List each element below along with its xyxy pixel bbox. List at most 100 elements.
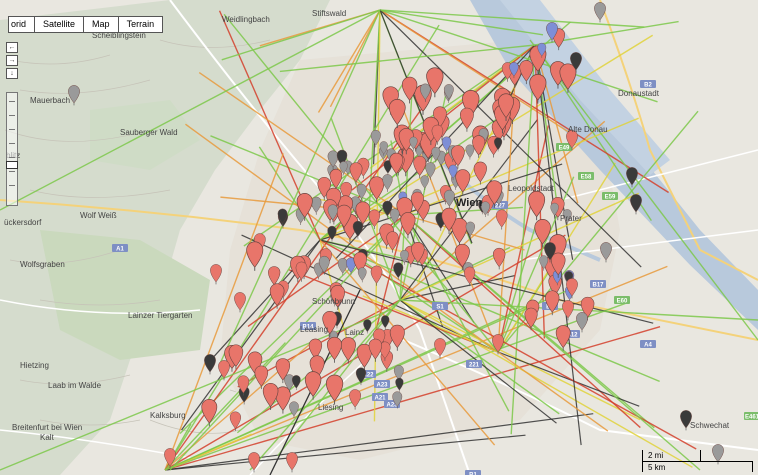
location-marker-pin[interactable]: [401, 76, 418, 104]
location-marker-pin[interactable]: [680, 410, 692, 431]
location-marker-pin[interactable]: [480, 201, 490, 218]
location-marker-pin[interactable]: [349, 162, 363, 185]
location-marker-pin[interactable]: [322, 311, 338, 337]
location-marker-pin[interactable]: [336, 204, 352, 231]
location-marker-pin[interactable]: [204, 354, 216, 375]
location-marker-pin[interactable]: [409, 136, 418, 151]
location-marker-pin[interactable]: [537, 42, 547, 58]
location-marker-pin[interactable]: [164, 448, 176, 469]
location-marker-pin[interactable]: [340, 337, 356, 364]
location-marker-pin[interactable]: [459, 107, 474, 132]
location-marker-pin[interactable]: [400, 249, 409, 265]
location-marker-pin[interactable]: [464, 266, 476, 287]
location-marker-pin[interactable]: [544, 242, 556, 263]
location-marker-pin[interactable]: [355, 367, 367, 386]
location-marker-pin[interactable]: [246, 241, 264, 271]
location-marker-pin[interactable]: [210, 264, 222, 285]
location-marker-pin[interactable]: [352, 220, 363, 239]
location-marker-pin[interactable]: [413, 155, 427, 179]
location-marker-pin[interactable]: [326, 336, 342, 363]
location-marker-pin[interactable]: [425, 162, 436, 180]
location-marker-pin[interactable]: [356, 183, 367, 201]
location-marker-pin[interactable]: [534, 219, 551, 248]
location-marker-pin[interactable]: [494, 137, 503, 152]
location-marker-pin[interactable]: [509, 62, 519, 79]
map-type-control[interactable]: orid Satellite Map Terrain: [8, 16, 164, 33]
location-marker-pin[interactable]: [304, 371, 322, 400]
location-marker-pin[interactable]: [201, 399, 218, 427]
location-marker-pin[interactable]: [465, 144, 475, 160]
location-marker-pin[interactable]: [600, 242, 612, 263]
location-marker-pin[interactable]: [392, 391, 403, 409]
location-marker-pin[interactable]: [411, 242, 425, 266]
location-marker-pin[interactable]: [381, 315, 390, 330]
location-marker-pin[interactable]: [228, 344, 244, 370]
map-type-hybrid-button[interactable]: orid: [8, 16, 36, 33]
location-marker-pin[interactable]: [277, 208, 288, 226]
location-marker-pin[interactable]: [363, 319, 372, 334]
location-marker-pin[interactable]: [441, 207, 457, 234]
location-marker-pin[interactable]: [426, 67, 444, 98]
location-marker-pin[interactable]: [626, 167, 638, 188]
location-marker-pin[interactable]: [389, 152, 404, 177]
location-marker-pin[interactable]: [528, 190, 546, 221]
pan-right-button[interactable]: →: [6, 55, 18, 66]
zoom-thumb[interactable]: [6, 161, 18, 169]
location-marker-pin[interactable]: [546, 22, 558, 43]
location-marker-pin[interactable]: [472, 135, 486, 158]
location-marker-pin[interactable]: [420, 175, 429, 190]
location-marker-pin[interactable]: [269, 283, 285, 309]
map-type-map-button[interactable]: Map: [83, 16, 119, 33]
location-markers[interactable]: [68, 2, 724, 473]
location-marker-pin[interactable]: [498, 93, 514, 121]
location-marker-pin[interactable]: [296, 193, 313, 221]
location-marker-pin[interactable]: [327, 150, 339, 170]
location-marker-pin[interactable]: [539, 255, 549, 271]
location-marker-pin[interactable]: [434, 338, 446, 359]
location-marker-pin[interactable]: [346, 257, 357, 275]
location-marker-pin[interactable]: [229, 411, 241, 431]
location-marker-pin[interactable]: [254, 365, 269, 390]
location-marker-pin[interactable]: [370, 265, 383, 286]
location-marker-pin[interactable]: [337, 258, 348, 276]
location-marker-pin[interactable]: [68, 85, 80, 106]
location-marker-pin[interactable]: [368, 209, 381, 230]
location-marker-pin[interactable]: [339, 161, 348, 176]
location-marker-pin[interactable]: [566, 278, 578, 299]
location-marker-pin[interactable]: [330, 284, 345, 310]
location-marker-pin[interactable]: [594, 2, 606, 23]
location-marker-pin[interactable]: [576, 312, 588, 333]
location-marker-pin[interactable]: [441, 136, 452, 153]
location-marker-pin[interactable]: [275, 386, 291, 414]
location-marker-pin[interactable]: [325, 374, 344, 405]
location-marker-pin[interactable]: [395, 377, 404, 392]
location-marker-pin[interactable]: [327, 225, 337, 242]
location-marker-pin[interactable]: [431, 146, 441, 163]
location-marker-pin[interactable]: [349, 389, 361, 410]
location-marker-pin[interactable]: [292, 375, 301, 391]
location-marker-pin[interactable]: [524, 307, 538, 331]
location-marker-pin[interactable]: [545, 290, 560, 316]
location-marker-pin[interactable]: [388, 99, 406, 129]
location-marker-pin[interactable]: [420, 83, 431, 102]
location-marker-pin[interactable]: [289, 401, 299, 419]
location-marker-pin[interactable]: [393, 262, 404, 280]
location-marker-pin[interactable]: [562, 209, 572, 225]
map-type-terrain-button[interactable]: Terrain: [117, 16, 164, 33]
location-marker-pin[interactable]: [559, 63, 577, 93]
location-marker-pin[interactable]: [368, 338, 383, 362]
location-marker-pin[interactable]: [295, 261, 308, 282]
location-marker-pin[interactable]: [492, 334, 504, 355]
location-marker-pin[interactable]: [550, 252, 566, 278]
location-marker-pin[interactable]: [448, 164, 458, 181]
location-marker-pin[interactable]: [473, 161, 487, 185]
location-marker-pin[interactable]: [486, 180, 503, 208]
location-marker-pin[interactable]: [562, 300, 574, 321]
location-marker-pin[interactable]: [495, 209, 508, 230]
location-marker-pin[interactable]: [248, 452, 260, 473]
location-marker-pin[interactable]: [382, 200, 393, 218]
location-marker-pin[interactable]: [550, 202, 559, 218]
location-marker-pin[interactable]: [275, 358, 291, 384]
